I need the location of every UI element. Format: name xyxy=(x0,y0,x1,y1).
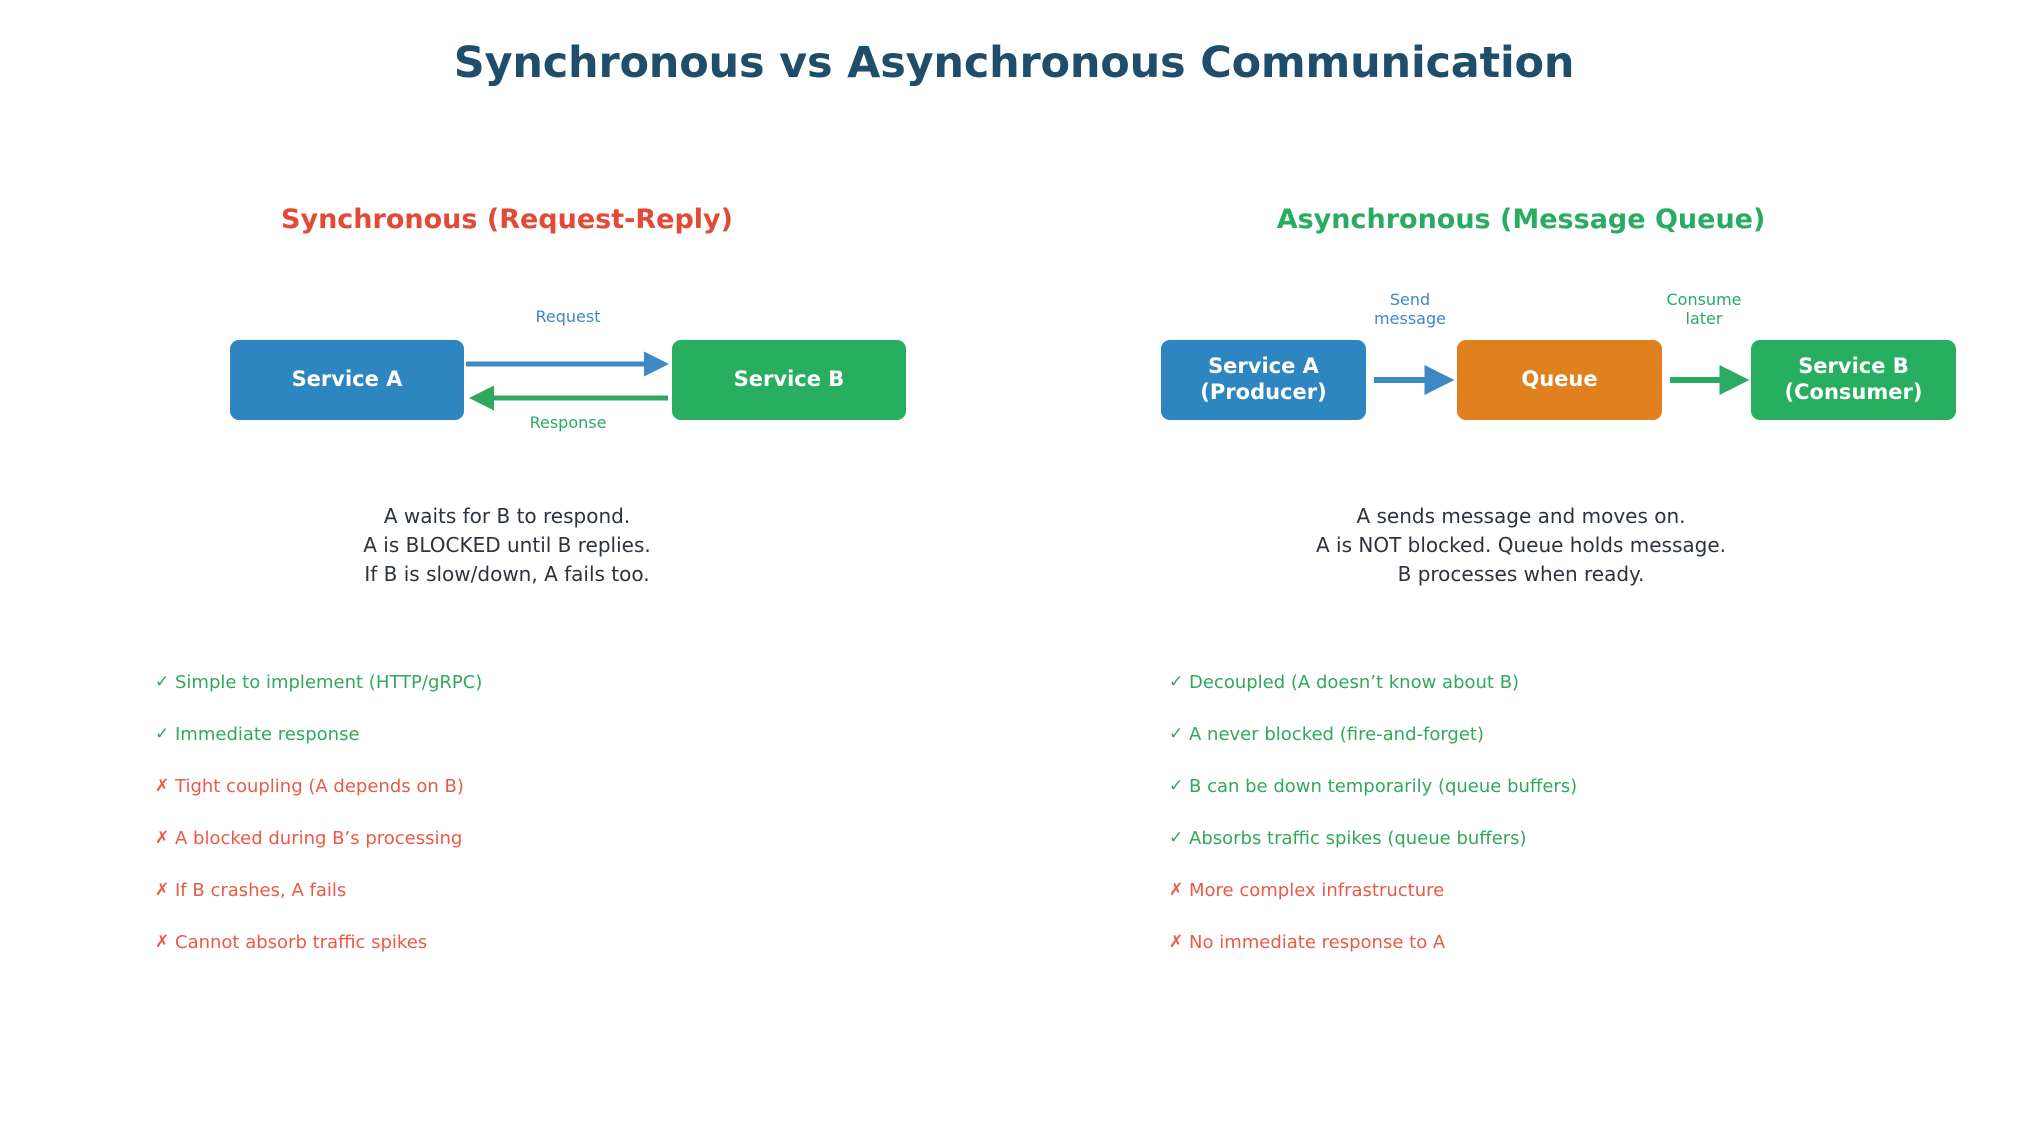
list-item-label: More complex infrastructure xyxy=(1189,880,1445,901)
synchronous-heading: Synchronous (Request-Reply) xyxy=(281,204,733,235)
cross-icon: ✗ xyxy=(155,880,170,900)
asynchronous-heading: Asynchronous (Message Queue) xyxy=(1276,204,1766,235)
node-service-a[interactable]: Service A xyxy=(230,340,464,420)
list-item-label: Decoupled (A doesn’t know about B) xyxy=(1189,672,1520,693)
asynchronous-panel: Asynchronous (Message Queue) Service A (… xyxy=(1014,180,2028,1040)
list-item-label: B can be down temporarily (queue buffers… xyxy=(1189,776,1578,797)
list-item: ✓ A never blocked (fire-and-forget) xyxy=(1169,726,1989,778)
list-item-label: Simple to implement (HTTP/gRPC) xyxy=(175,672,483,693)
edge-label-consume-later: Consume later xyxy=(1666,290,1742,328)
synchronous-caption: A waits for B to respond. A is BLOCKED u… xyxy=(363,504,651,586)
list-item-label: Tight coupling (A depends on B) xyxy=(175,776,464,797)
list-item: ✗ No immediate response to A xyxy=(1169,934,1989,986)
list-item-label: A blocked during B’s processing xyxy=(175,828,463,849)
check-icon: ✓ xyxy=(1169,776,1184,796)
cross-icon: ✗ xyxy=(1169,880,1184,900)
cross-icon: ✗ xyxy=(155,776,170,796)
check-icon: ✓ xyxy=(1169,724,1184,744)
list-item: ✗ Cannot absorb traffic spikes xyxy=(155,934,975,986)
node-queue[interactable]: Queue xyxy=(1457,340,1662,420)
list-item: ✓ Simple to implement (HTTP/gRPC) xyxy=(155,674,975,726)
check-icon: ✓ xyxy=(1169,672,1184,692)
list-item-label: No immediate response to A xyxy=(1189,932,1446,953)
list-item: ✓ Immediate response xyxy=(155,726,975,778)
synchronous-bullet-list: ✓ Simple to implement (HTTP/gRPC) ✓ Imme… xyxy=(155,674,975,986)
list-item-label: Absorbs traffic spikes (queue buffers) xyxy=(1189,828,1527,849)
node-service-b-consumer[interactable]: Service B (Consumer) xyxy=(1751,340,1956,420)
synchronous-diagram: Service A Service B Request Response xyxy=(0,270,1014,470)
check-icon: ✓ xyxy=(1169,828,1184,848)
list-item-label: A never blocked (fire-and-forget) xyxy=(1189,724,1485,745)
edge-label-response: Response xyxy=(529,413,607,432)
cross-icon: ✗ xyxy=(155,932,170,952)
cross-icon: ✗ xyxy=(1169,932,1184,952)
edge-label-send-message: Send message xyxy=(1374,290,1446,328)
page-title: Synchronous vs Asynchronous Communicatio… xyxy=(453,38,1575,88)
list-item-label: Immediate response xyxy=(175,724,360,745)
check-icon: ✓ xyxy=(155,672,170,692)
edge-label-request: Request xyxy=(535,307,601,326)
list-item: ✗ A blocked during B’s processing xyxy=(155,830,975,882)
node-service-b[interactable]: Service B xyxy=(672,340,906,420)
list-item: ✗ Tight coupling (A depends on B) xyxy=(155,778,975,830)
asynchronous-diagram: Service A (Producer) Queue Service B (Co… xyxy=(1014,270,2028,470)
list-item: ✓ Decoupled (A doesn’t know about B) xyxy=(1169,674,1989,726)
synchronous-arrows xyxy=(466,351,670,411)
asynchronous-caption: A sends message and moves on. A is NOT b… xyxy=(1316,504,1726,586)
asynchronous-arrows xyxy=(1374,365,1750,395)
check-icon: ✓ xyxy=(155,724,170,744)
list-item-label: Cannot absorb traffic spikes xyxy=(175,932,428,953)
list-item-label: If B crashes, A fails xyxy=(175,880,347,901)
synchronous-panel: Synchronous (Request-Reply) Service A Se… xyxy=(0,180,1014,1040)
list-item: ✗ If B crashes, A fails xyxy=(155,882,975,934)
list-item: ✓ Absorbs traffic spikes (queue buffers) xyxy=(1169,830,1989,882)
list-item: ✓ B can be down temporarily (queue buffe… xyxy=(1169,778,1989,830)
list-item: ✗ More complex infrastructure xyxy=(1169,882,1989,934)
asynchronous-bullet-list: ✓ Decoupled (A doesn’t know about B) ✓ A… xyxy=(1169,674,1989,986)
cross-icon: ✗ xyxy=(155,828,170,848)
node-service-a-producer[interactable]: Service A (Producer) xyxy=(1161,340,1366,420)
